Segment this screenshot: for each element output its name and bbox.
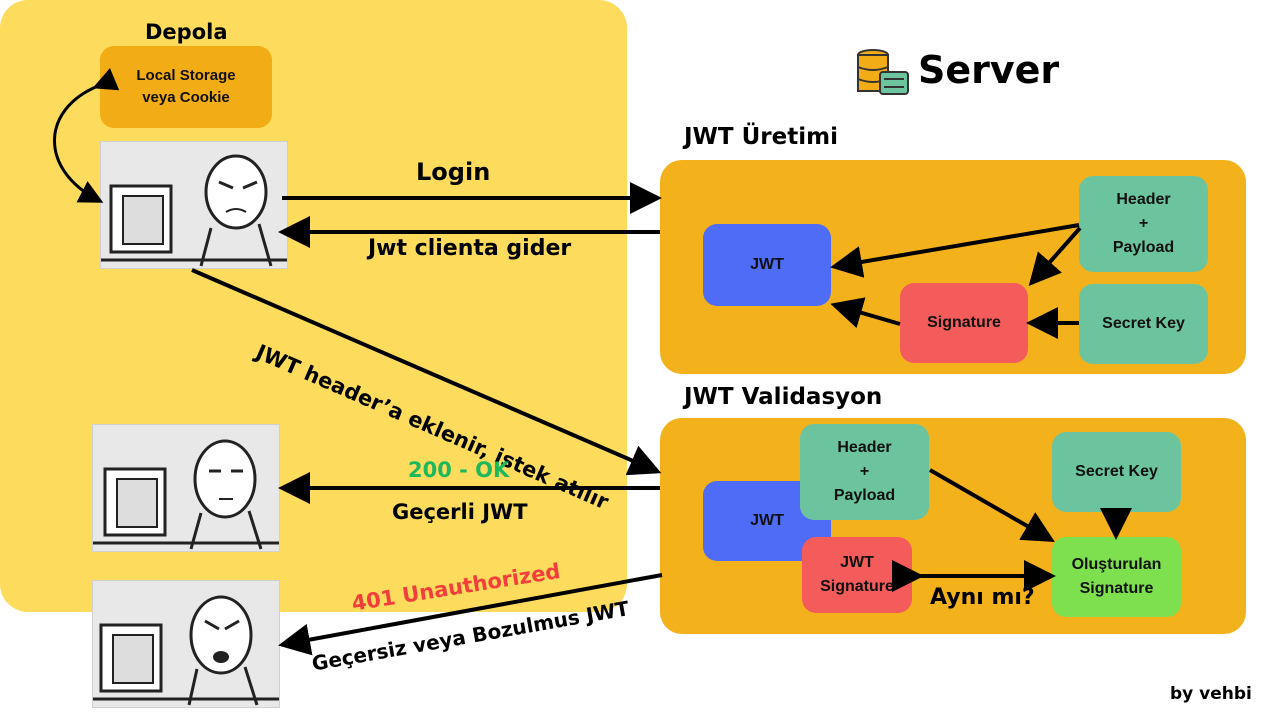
user-at-computer-neutral (92, 424, 280, 552)
ok-text-label: Geçerli JWT (392, 500, 528, 524)
database-server-icon (856, 48, 912, 98)
val-header-payload-box: Header + Payload (800, 424, 929, 520)
user-at-computer-annoyed (100, 141, 288, 269)
val-hp-to-created-arrow (929, 468, 1055, 542)
hp-to-signature-arrow (1028, 226, 1082, 286)
val-created-signature-box: Oluşturulan Signature (1052, 537, 1181, 617)
storage-box: Local Storage veya Cookie (100, 46, 272, 128)
ok-status-label: 200 - OK (408, 458, 510, 482)
generation-title: JWT Üretimi (684, 124, 838, 150)
jwt-to-client-label: Jwt clienta gider (368, 236, 572, 261)
val-secret-key-box: Secret Key (1052, 432, 1181, 512)
user-at-computer-angry (92, 580, 280, 708)
gen-secret-key-box: Secret Key (1079, 284, 1208, 364)
hp-to-jwt-arrow (830, 223, 1080, 278)
validation-title: JWT Validasyon (684, 384, 883, 410)
credit-label: by vehbi (1170, 684, 1252, 704)
storage-title: Depola (145, 20, 228, 44)
request-arrow (191, 268, 662, 476)
signature-to-jwt-arrow (830, 297, 901, 329)
gen-jwt-box: JWT (703, 224, 831, 306)
storage-sync-arrow (53, 68, 120, 203)
login-label: Login (416, 158, 491, 186)
gen-header-payload-box: Header + Payload (1079, 176, 1208, 272)
server-title: Server (918, 48, 1060, 92)
unauthorized-arrow (278, 573, 663, 656)
gen-signature-box: Signature (900, 283, 1028, 363)
